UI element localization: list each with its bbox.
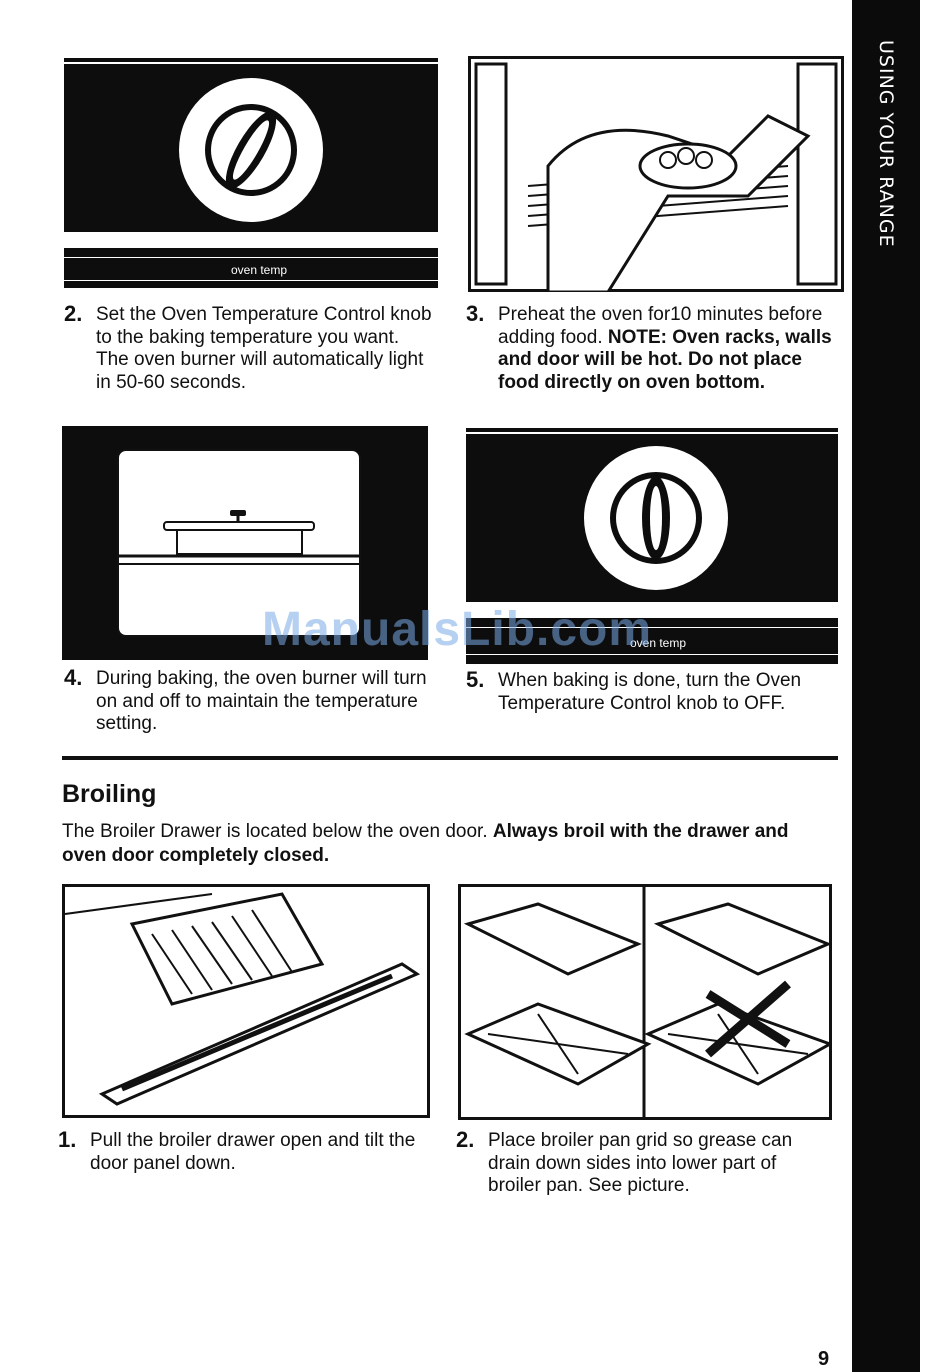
step-4: 4. During baking, the oven burner will t…	[64, 665, 434, 736]
step-number: 3.	[466, 301, 485, 326]
step-text: Place broiler pan grid so grease can dra…	[488, 1130, 793, 1196]
side-tab-text: USING YOUR RANGE	[875, 40, 897, 248]
step-text: Preheat the oven for10 minutes before ad…	[498, 304, 823, 348]
broil-step-2: 2. Place broiler pan grid so grease can …	[456, 1127, 826, 1198]
section-divider	[62, 756, 838, 760]
watermark: ManualsLib.com	[262, 603, 653, 656]
broil-step-1: 1. Pull the broiler drawer open and tilt…	[58, 1127, 438, 1175]
step-number: 5.	[466, 667, 485, 692]
section-title: Broiling	[62, 780, 157, 808]
step-note: NOTE: Oven racks, walls and door will be…	[498, 326, 832, 393]
intro-warning: Always broil with the drawer and oven do…	[62, 821, 789, 866]
oven-temp-dial-figure-2: oven temp	[466, 428, 838, 664]
oven-rack-hands-figure	[468, 56, 844, 292]
section-intro: The Broiler Drawer is located below the …	[62, 820, 822, 868]
figure-caption: oven temp	[629, 636, 687, 650]
side-tab	[852, 0, 920, 1372]
oven-interior-figure	[62, 426, 428, 660]
page-number: 9	[818, 1348, 830, 1370]
oven-temp-dial-figure-1: oven temp	[64, 58, 438, 290]
step-5: 5. When baking is done, turn the Oven Te…	[466, 667, 838, 715]
step-text: Set the Oven Temperature Control knob to…	[96, 304, 432, 393]
step-text: During baking, the oven burner will turn…	[96, 668, 427, 734]
step-number: 4.	[64, 665, 83, 690]
broiler-pan-figure	[458, 884, 832, 1120]
step-text: Pull the broiler drawer open and tilt th…	[90, 1130, 416, 1174]
step-number: 2.	[456, 1127, 475, 1152]
side-tab-label: USING YOUR RANGE	[852, 40, 920, 300]
step-text: When baking is done, turn the Oven Tempe…	[498, 670, 802, 714]
intro-text: The Broiler Drawer is located below the …	[62, 821, 493, 842]
figure-caption: oven temp	[230, 263, 288, 277]
step-3: 3. Preheat the oven for10 minutes before…	[466, 301, 838, 394]
step-number: 1.	[58, 1127, 77, 1152]
step-2: 2. Set the Oven Temperature Control knob…	[64, 301, 434, 394]
step-number: 2.	[64, 301, 83, 326]
broiler-drawer-figure	[62, 884, 430, 1118]
